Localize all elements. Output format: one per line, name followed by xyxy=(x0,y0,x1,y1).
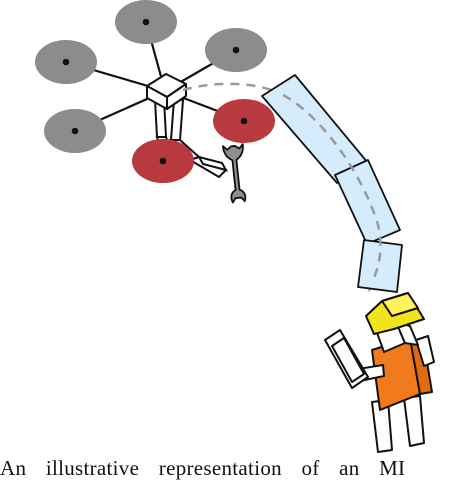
rotor-working xyxy=(44,109,106,153)
rotor-faulty xyxy=(213,99,275,143)
worker-icon xyxy=(324,292,435,453)
robotic-arm-icon xyxy=(261,74,403,293)
figure-caption: An illustrative representation of an MI xyxy=(0,456,406,480)
helmet-icon xyxy=(365,292,425,335)
rotor-working xyxy=(205,28,267,72)
drone-icon xyxy=(35,0,275,183)
wrench-icon xyxy=(222,143,247,204)
rotor-working xyxy=(35,40,97,84)
tablet-icon xyxy=(324,329,369,389)
rotor-faulty xyxy=(132,139,194,183)
rotor-working xyxy=(115,0,177,44)
illustration xyxy=(35,0,435,453)
